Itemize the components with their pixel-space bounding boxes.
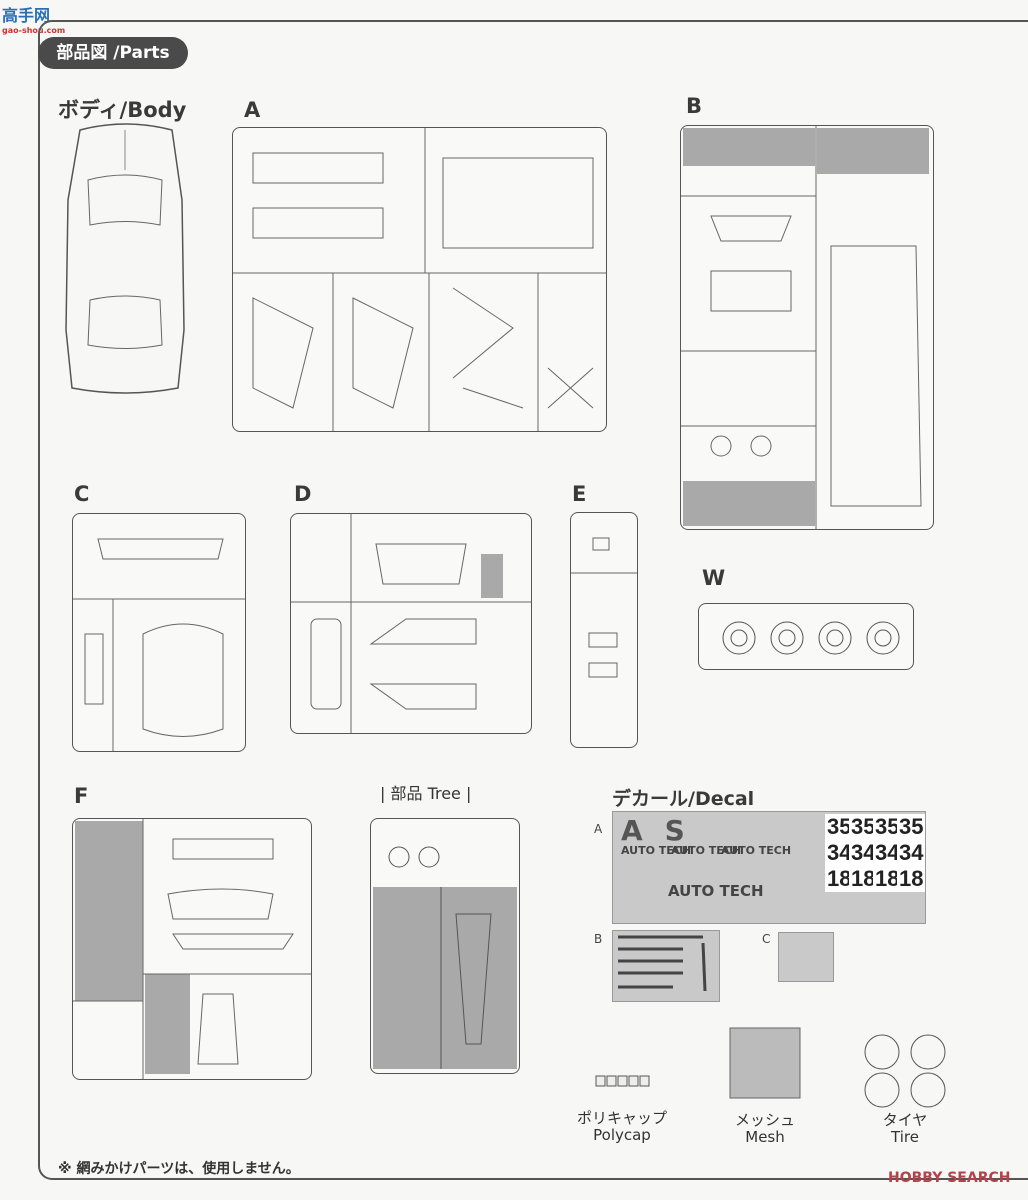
sprue-e (570, 512, 638, 748)
section-w-label: W (702, 566, 726, 590)
sprue-d (290, 513, 532, 734)
decal-sheet-a-label: A (594, 822, 603, 836)
sprue-w (698, 603, 914, 670)
decal-sheet-b (612, 930, 720, 1002)
decal-brand-text: AUTO TECH (671, 844, 742, 857)
section-f-label: F (74, 784, 89, 808)
sprue-a (232, 127, 607, 432)
section-decal-label: デカール/Decal (612, 788, 755, 810)
credit-logo: HOBBY SEARCH (888, 1170, 1011, 1186)
decal-number: 35 (849, 814, 878, 840)
decal-number: 18 (825, 866, 854, 892)
decal-number: 18 (873, 866, 902, 892)
sprue-b (680, 125, 934, 530)
decal-sheet-b-label: B (594, 932, 603, 946)
sprue-tree (370, 818, 520, 1074)
page-frame (38, 20, 1028, 1180)
decal-number: 18 (897, 866, 926, 892)
decal-brand-text: AUTO TECH (668, 882, 764, 900)
decal-number: 34 (825, 840, 854, 866)
sprue-f (72, 818, 312, 1080)
decal-logo: AS (621, 814, 707, 847)
section-body-label: ボディ/Body (58, 98, 187, 122)
decal-number: 18 (849, 866, 878, 892)
decal-brand-text: AUTO TECH (621, 844, 692, 857)
decal-number: 34 (873, 840, 902, 866)
section-e-label: E (572, 482, 587, 506)
section-c-label: C (74, 482, 90, 506)
decal-sheet-c (778, 932, 834, 982)
section-d-label: D (294, 482, 312, 506)
decal-number: 35 (873, 814, 902, 840)
decal-number: 34 (897, 840, 926, 866)
page-title: 部品図 /Parts (38, 37, 188, 69)
decal-brand-text: AUTO TECH (721, 844, 792, 857)
section-b-label: B (686, 94, 703, 118)
footnote: ※ 網みかけパーツは、使用しません。 (58, 1161, 300, 1177)
section-a-label: A (244, 98, 261, 122)
decal-number: 34 (849, 840, 878, 866)
decal-sheet-a: AS AUTO TECH AUTO TECH AUTO TECH AUTO TE… (612, 811, 926, 924)
decal-number: 35 (825, 814, 854, 840)
section-tree-label: | 部品 Tree | (380, 784, 472, 803)
decal-number: 35 (897, 814, 926, 840)
decal-sheet-c-label: C (762, 932, 771, 946)
sprue-c (72, 513, 246, 752)
